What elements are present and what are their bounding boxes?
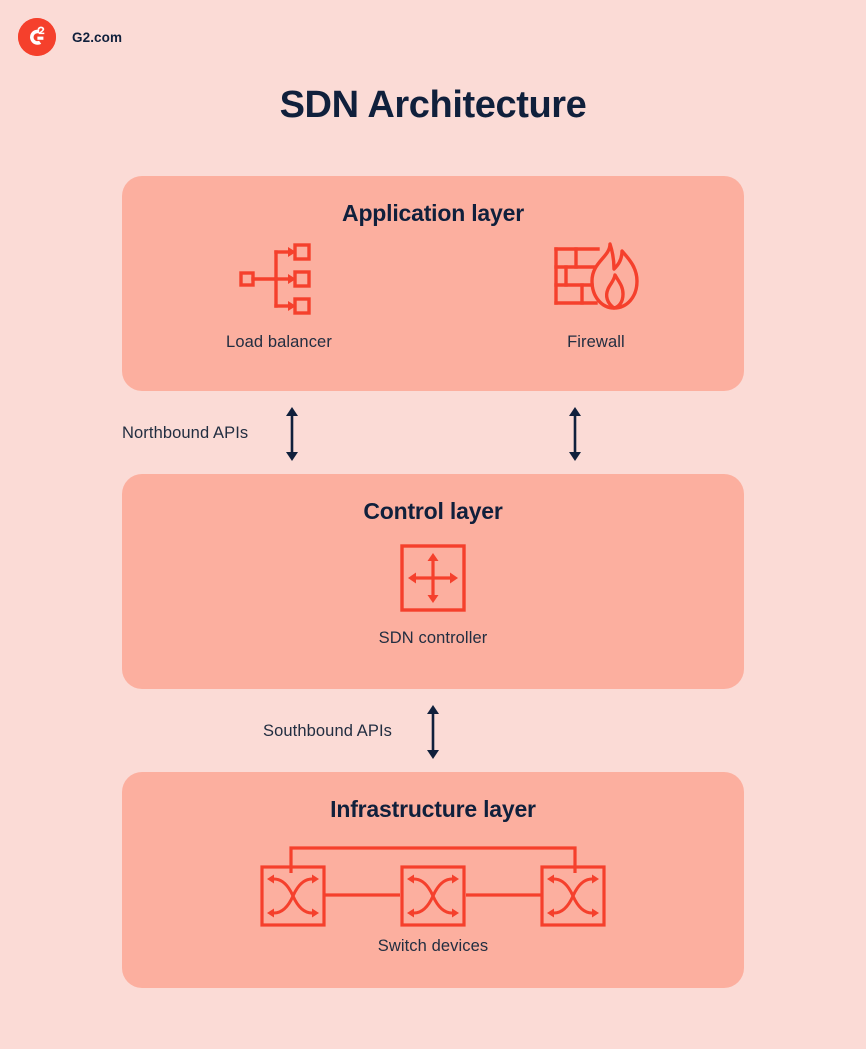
node-switch-devices: Switch devices (259, 837, 607, 956)
node-label-switch-devices: Switch devices (377, 937, 489, 955)
node-sdn-controller: SDN controller (378, 544, 488, 648)
sdn-controller-icon (399, 544, 467, 612)
node-row-control: SDN controller (122, 544, 744, 648)
connector-band-northbound: Northbound APIs (0, 391, 866, 475)
node-label-firewall: Firewall (567, 333, 625, 351)
switch-devices-icon (259, 837, 607, 929)
layer-title-control: Control layer (363, 498, 503, 524)
double-headed-vertical-arrow-icon (283, 406, 301, 467)
connector-label-northbound: Northbound APIs (122, 424, 249, 442)
layer-card-control: Control layer SDN con (122, 474, 744, 689)
node-firewall: Firewall (552, 241, 640, 352)
load-balancer-icon (238, 241, 320, 317)
node-label-sdn-controller: SDN controller (378, 629, 488, 647)
page-title: SDN Architecture (279, 84, 587, 126)
double-headed-vertical-arrow-icon (424, 704, 442, 765)
g2-logo-icon[interactable] (18, 18, 56, 56)
connector-label-southbound: Southbound APIs (263, 722, 393, 740)
layer-card-application: Application layer (122, 176, 744, 391)
layer-title-infrastructure: Infrastructure layer (330, 796, 536, 822)
layer-card-infrastructure: Infrastructure layer (122, 772, 744, 988)
connector-band-southbound: Southbound APIs (0, 689, 866, 773)
layer-title-application: Application layer (342, 200, 524, 226)
node-load-balancer: Load balancer (226, 241, 332, 352)
node-row-infrastructure: Switch devices (122, 837, 744, 956)
node-label-load-balancer: Load balancer (226, 333, 332, 351)
brand-header: G2.com (18, 18, 122, 56)
node-row-application: Load balancer (122, 241, 744, 352)
double-headed-vertical-arrow-icon (566, 406, 584, 467)
firewall-icon (552, 241, 640, 317)
brand-name: G2.com (72, 29, 123, 45)
